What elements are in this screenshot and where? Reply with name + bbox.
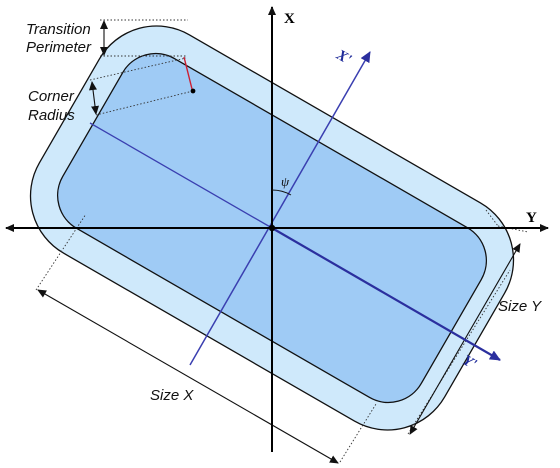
size-x-dimension-arrow xyxy=(37,289,339,464)
axis-y-label: Y xyxy=(526,210,537,226)
transition-perimeter-label-line2: Perimeter xyxy=(26,39,92,56)
transition-perimeter-label-line1: Transition xyxy=(26,21,91,38)
corner-radius-label-line1: Corner xyxy=(28,88,75,105)
rotated-y-axis-line xyxy=(89,122,273,229)
corner-center-point xyxy=(190,88,196,94)
rotated-y-axis-arrow xyxy=(271,227,501,361)
size-y-label: Size Y xyxy=(498,298,542,315)
origin-point xyxy=(268,224,276,232)
angle-psi-arc xyxy=(271,189,292,196)
corner-radius-marker-line xyxy=(183,56,193,90)
corner-radius-label-line2: Radius xyxy=(28,107,75,124)
axis-x-label: X xyxy=(284,11,295,27)
main-axes xyxy=(5,6,549,452)
size-x-label: Size X xyxy=(150,387,194,404)
corner-radius-dimension-arrow xyxy=(89,81,99,115)
axis-x-rotated-label: X' xyxy=(333,47,354,68)
angle-psi-label: ψ xyxy=(281,174,290,189)
rotated-x-axis-arrow xyxy=(189,51,371,366)
rotated-axes xyxy=(89,51,501,366)
